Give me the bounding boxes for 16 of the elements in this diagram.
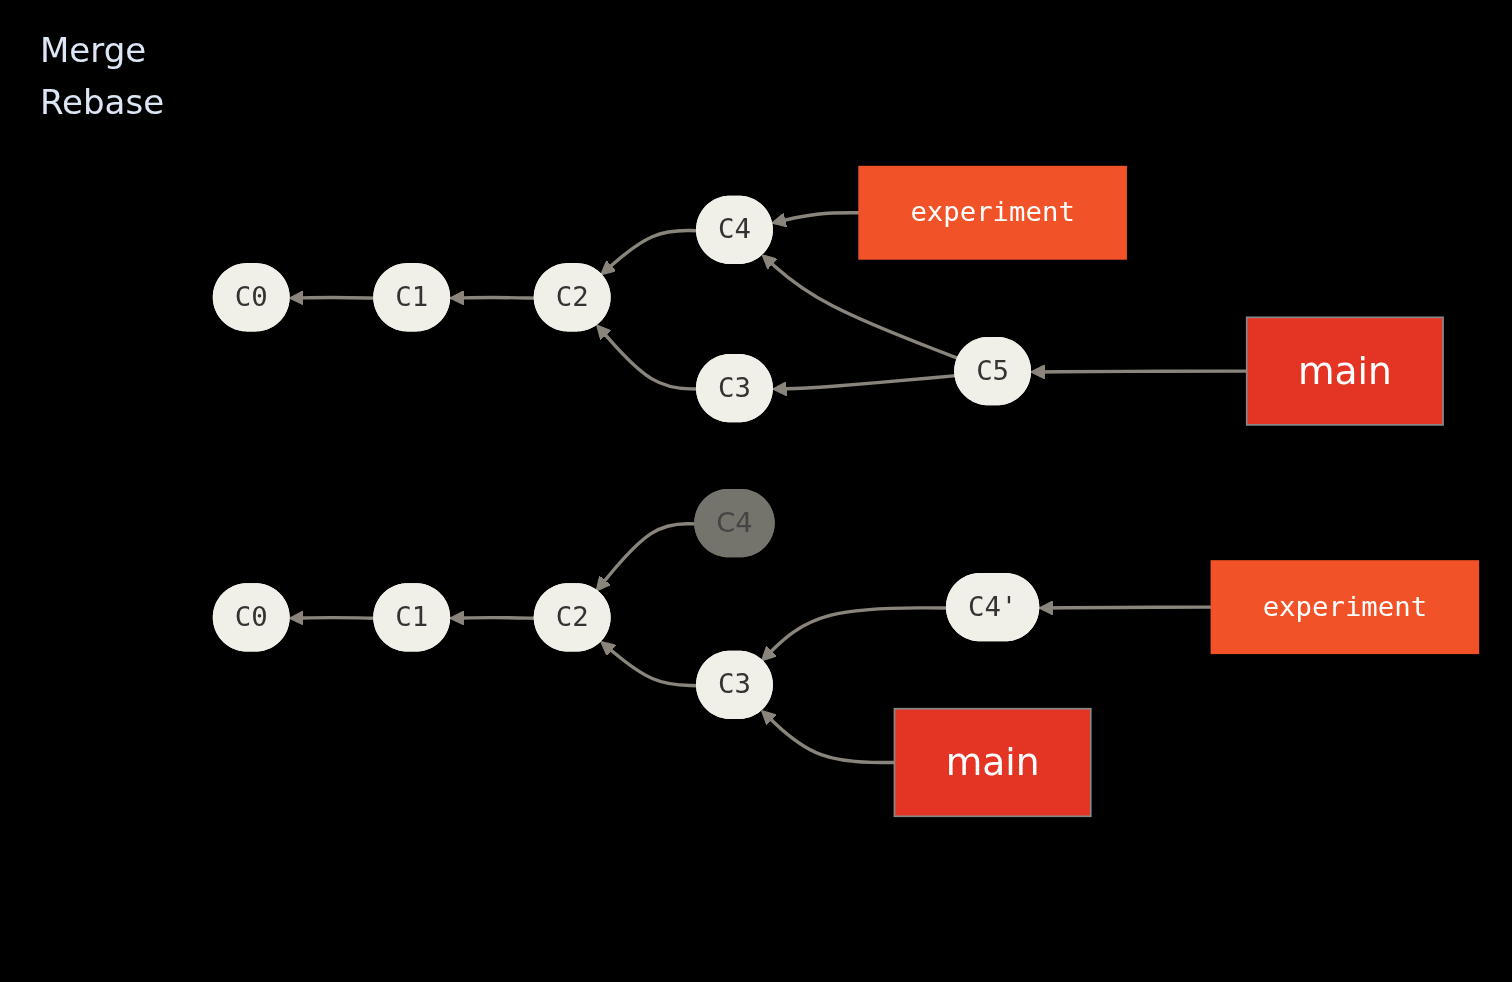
arrow xyxy=(1030,363,1247,379)
arrow xyxy=(600,640,698,687)
arrow xyxy=(595,521,696,592)
arrow xyxy=(771,210,860,227)
node-box: main xyxy=(893,707,1092,817)
section-heading: Merge xyxy=(40,30,148,70)
arrow xyxy=(600,228,698,275)
arrow xyxy=(596,323,698,391)
arrow xyxy=(761,253,960,360)
node-box: experiment xyxy=(1210,559,1480,654)
section-heading: Rebase xyxy=(40,82,165,122)
node-box: experiment xyxy=(858,165,1127,260)
node-box: main xyxy=(1245,316,1444,426)
arrow xyxy=(1038,599,1212,615)
arrow xyxy=(760,709,895,764)
arrow xyxy=(760,605,948,661)
